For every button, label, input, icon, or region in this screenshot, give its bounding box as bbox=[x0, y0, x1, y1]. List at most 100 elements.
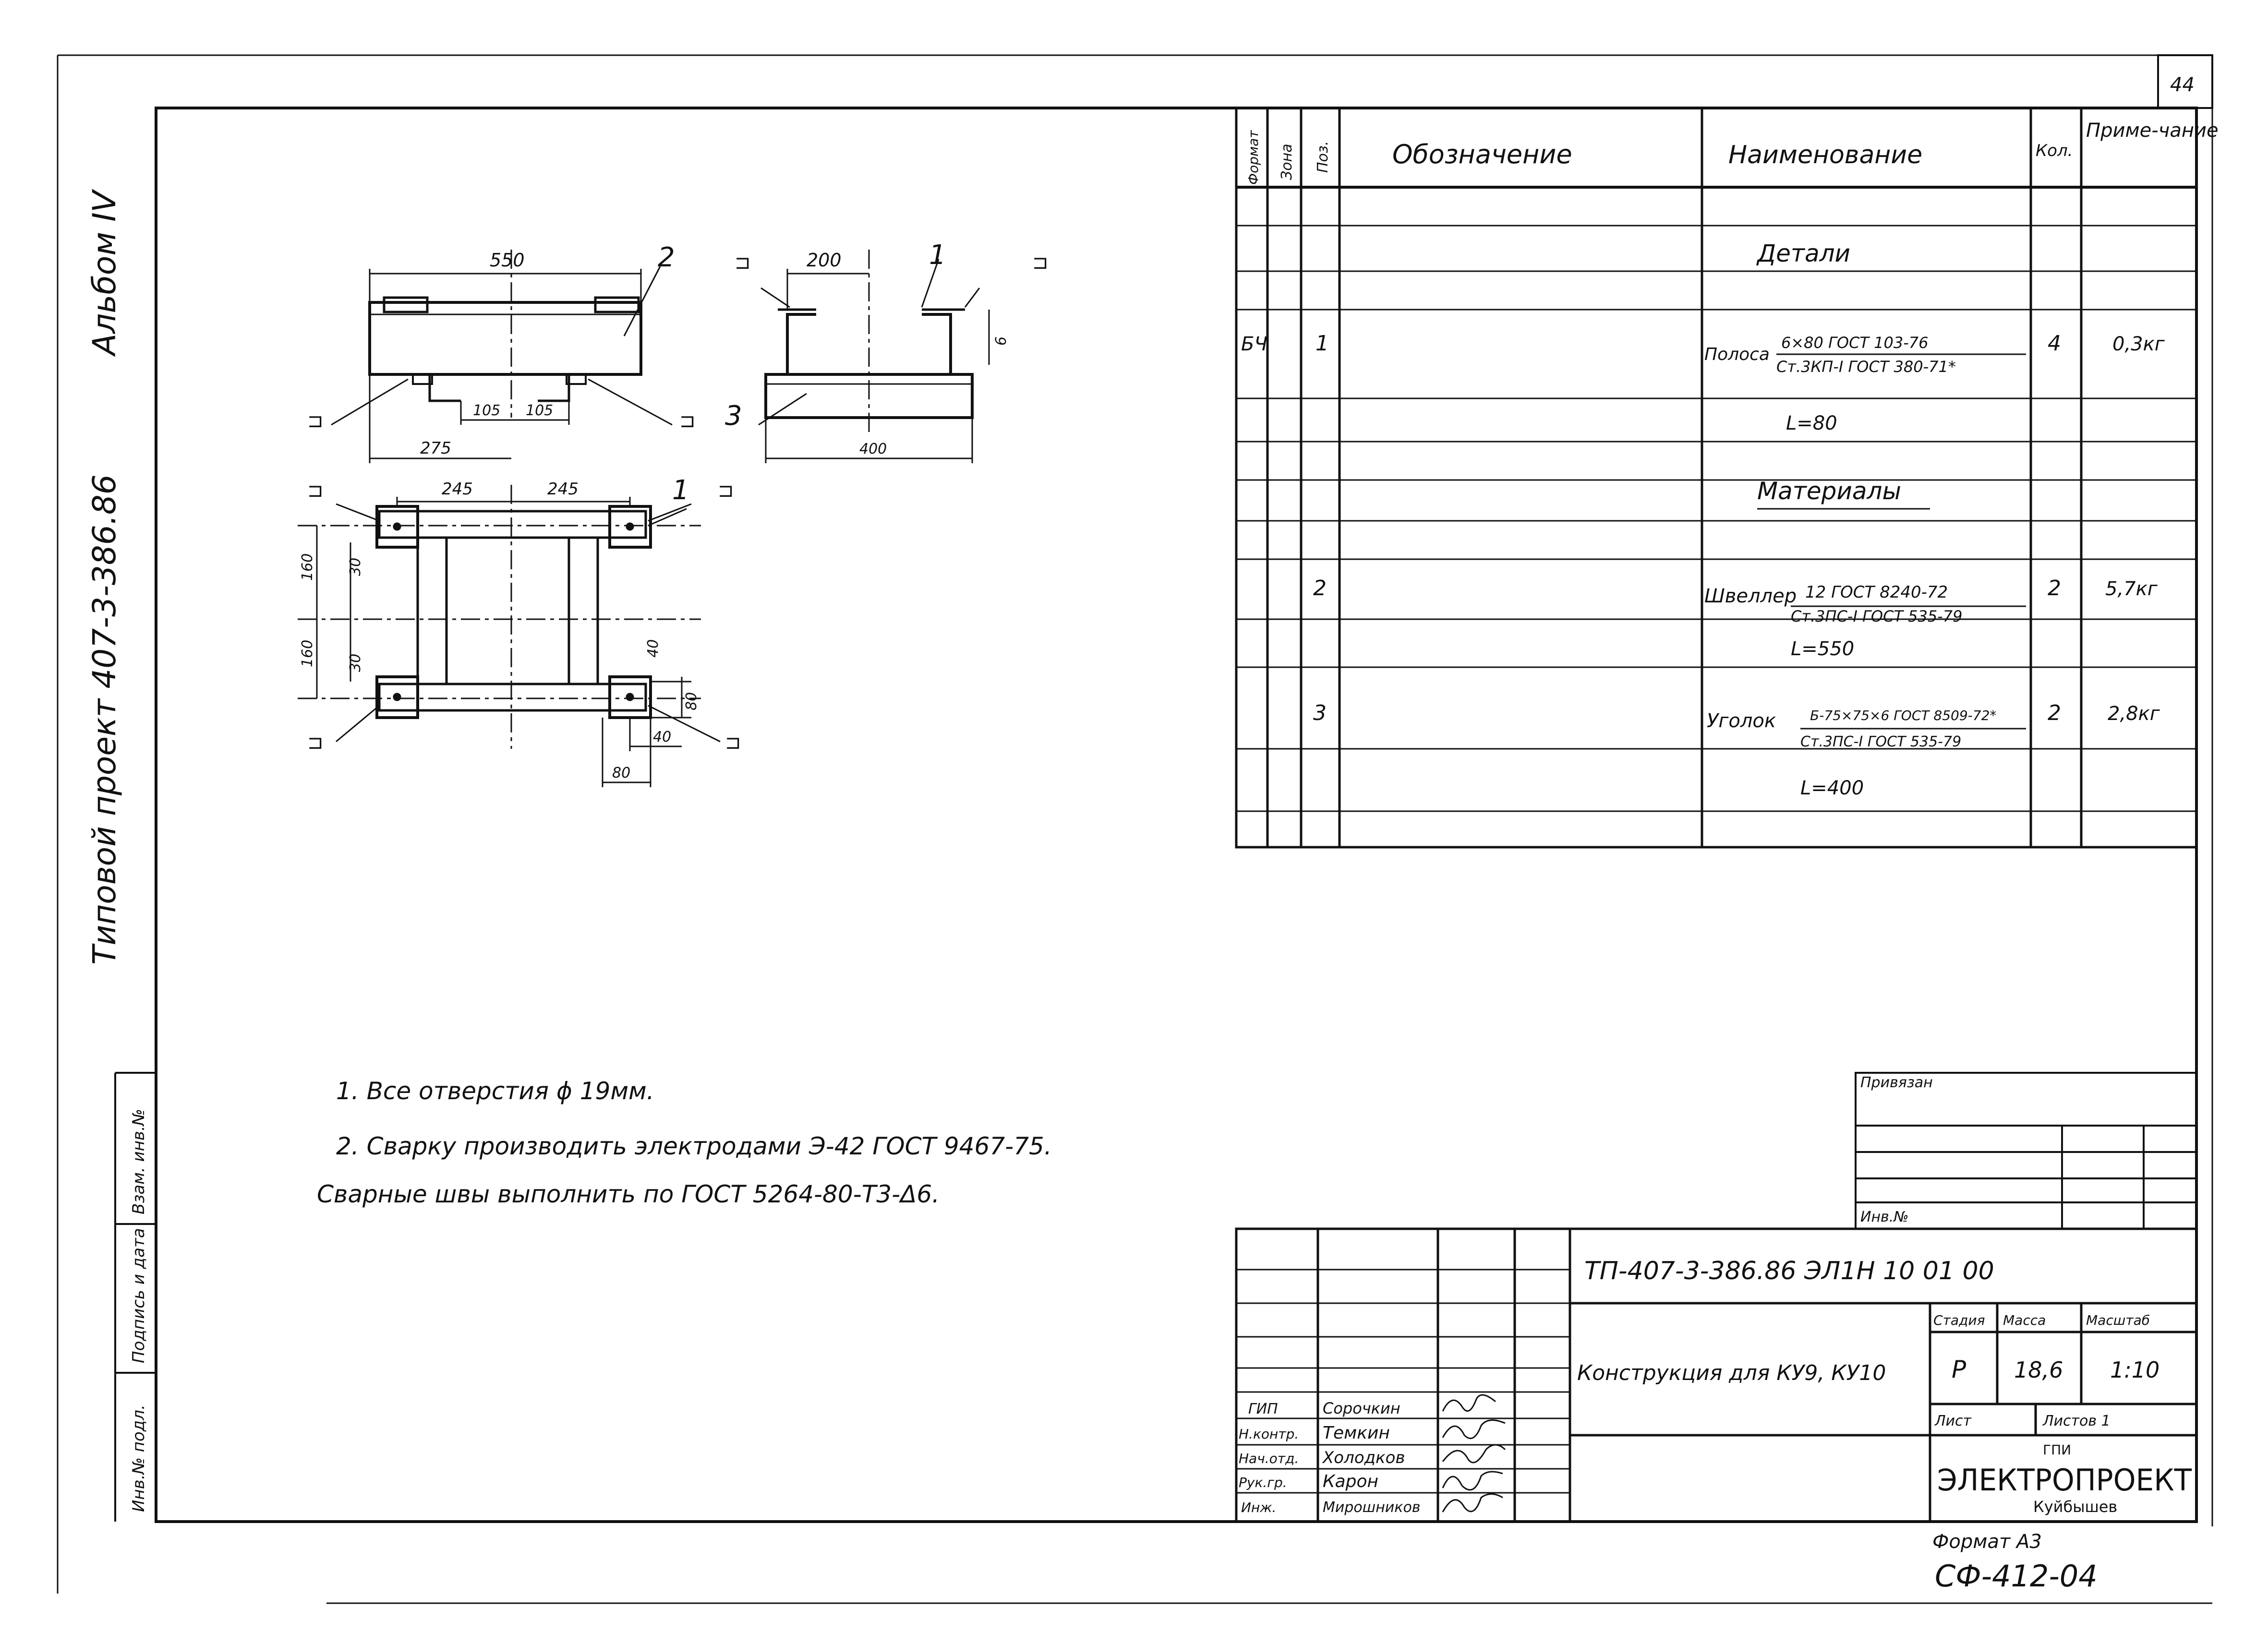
section-details: Детали bbox=[1756, 240, 1850, 267]
name-1: Темкин bbox=[1323, 1423, 1390, 1443]
weld-mark-8: ⊐ bbox=[725, 732, 741, 754]
row3-name-bottom: Ст.3ПС-I ГОСТ 535-79 bbox=[1800, 733, 1961, 750]
front-view bbox=[331, 250, 673, 463]
row2-length: L=550 bbox=[1791, 638, 1854, 660]
row3-pos: 3 bbox=[1313, 701, 1327, 725]
hdr-pos: Поз. bbox=[1315, 141, 1331, 173]
note-2a: 2. Сварку производить электродами Э-42 Г… bbox=[336, 1132, 1052, 1160]
sheets-label: Листов 1 bbox=[2042, 1413, 2111, 1429]
podpis-data-label: Подпись и дата bbox=[129, 1228, 148, 1363]
weld-mark-3: ⊐ bbox=[735, 252, 751, 274]
weld-mark-4: ⊐ bbox=[1032, 252, 1049, 274]
row1-qty: 4 bbox=[2048, 331, 2061, 356]
dim-160b: 160 bbox=[299, 640, 316, 667]
name-2: Холодков bbox=[1322, 1448, 1405, 1467]
role-4: Инж. bbox=[1241, 1500, 1276, 1515]
org-top: ГПИ bbox=[2043, 1442, 2071, 1458]
row3-name-top: Б-75×75×6 ГОСТ 8509-72* bbox=[1810, 708, 1996, 723]
dim-245b: 245 bbox=[547, 480, 579, 499]
role-0: ГИП bbox=[1248, 1401, 1278, 1417]
dim-105a: 105 bbox=[473, 402, 500, 419]
signatures bbox=[1442, 1394, 1506, 1512]
dim-105b: 105 bbox=[526, 402, 553, 419]
stage-value: Р bbox=[1952, 1356, 1966, 1383]
dim-245a: 245 bbox=[442, 480, 473, 499]
pos-2: 2 bbox=[658, 242, 675, 273]
row3-qty: 2 bbox=[2048, 701, 2061, 725]
weld-mark-1: ⊐ bbox=[307, 410, 324, 432]
dim-80a: 80 bbox=[683, 692, 700, 710]
dim-160a: 160 bbox=[299, 553, 316, 581]
pos-1a: 1 bbox=[929, 240, 946, 271]
pos-3: 3 bbox=[725, 400, 742, 432]
dim-40b: 40 bbox=[653, 729, 671, 745]
row2-pos: 2 bbox=[1313, 576, 1327, 600]
row1-name-top: 6×80 ГОСТ 103-76 bbox=[1781, 334, 1928, 352]
row1-pos: 1 bbox=[1315, 331, 1329, 356]
inv-podl-label: Инв.№ подл. bbox=[129, 1404, 148, 1512]
dim-6: 6 bbox=[993, 336, 1010, 346]
dim-550: 550 bbox=[490, 250, 525, 271]
privyazan-box bbox=[1855, 1072, 2197, 1230]
row2-qty: 2 bbox=[2048, 576, 2061, 600]
org-main: ЭЛЕКТРОПРОЕКТ bbox=[1937, 1463, 2192, 1498]
name-0: Сорочкин bbox=[1323, 1399, 1400, 1417]
dim-200: 200 bbox=[807, 250, 842, 271]
row1-length: L=80 bbox=[1786, 412, 1837, 434]
dim-80b: 80 bbox=[612, 765, 630, 781]
scale-value: 1:10 bbox=[2110, 1357, 2159, 1383]
title-block-rows bbox=[1236, 1269, 1570, 1494]
privyazan-inv: Инв.№ bbox=[1860, 1209, 1908, 1225]
doc-code: ТП-407-3-386.86 ЭЛ1Н 10 01 00 bbox=[1584, 1257, 1994, 1285]
vzam-inv-label: Взам. инв.№ bbox=[129, 1109, 148, 1214]
weld-mark-6: ⊐ bbox=[718, 480, 734, 502]
scale-label: Масштаб bbox=[2086, 1312, 2150, 1328]
privyazan-label: Привязан bbox=[1860, 1074, 1933, 1091]
dim-275: 275 bbox=[420, 439, 451, 458]
stage-label: Стадия bbox=[1933, 1312, 1985, 1328]
row3-name: Уголок bbox=[1707, 710, 1776, 732]
mass-label: Масса bbox=[2003, 1312, 2046, 1328]
album-label: Альбом IV bbox=[86, 189, 123, 357]
spec-rows bbox=[1236, 225, 2196, 812]
note-1: 1. Все отверстия ϕ 19мм. bbox=[336, 1077, 654, 1105]
project-label: Типовой проект 407-3-386.86 bbox=[86, 474, 123, 965]
sheet-label: Лист bbox=[1934, 1413, 1972, 1429]
doc-title: Конструкция для КУ9, КУ10 bbox=[1577, 1361, 1886, 1385]
footer-format: Формат А3 bbox=[1932, 1531, 2042, 1553]
title-block bbox=[1235, 1227, 2198, 1523]
row1-name: Полоса bbox=[1704, 345, 1770, 364]
row2-note: 5,7кг bbox=[2105, 578, 2158, 600]
name-3: Карон bbox=[1323, 1472, 1378, 1491]
page-number: 44 bbox=[2170, 74, 2195, 96]
hdr-name: Наименование bbox=[1728, 141, 1922, 169]
name-4: Мирошников bbox=[1323, 1499, 1421, 1516]
row1-format: БЧ bbox=[1241, 333, 1267, 355]
hdr-qty: Кол. bbox=[2036, 141, 2073, 160]
weld-mark-5: ⊐ bbox=[307, 480, 324, 502]
dim-30b: 30 bbox=[347, 654, 364, 672]
note-2b: Сварные швы выполнить по ГОСТ 5264-80-Т3… bbox=[317, 1180, 940, 1208]
side-view bbox=[758, 250, 990, 463]
role-1: Н.контр. bbox=[1239, 1426, 1299, 1442]
row3-note: 2,8кг bbox=[2108, 703, 2160, 725]
footer-code: СФ-412-04 bbox=[1935, 1559, 2098, 1594]
row1-name-bottom: Ст.3КП-I ГОСТ 380-71* bbox=[1776, 358, 1956, 376]
row2-name: Швеллер bbox=[1704, 585, 1797, 607]
dim-30a: 30 bbox=[347, 558, 364, 576]
role-2: Нач.отд. bbox=[1239, 1451, 1299, 1466]
row2-name-top: 12 ГОСТ 8240-72 bbox=[1805, 583, 1948, 602]
weld-mark-7: ⊐ bbox=[307, 732, 324, 754]
hdr-format: Формат bbox=[1245, 130, 1261, 185]
dim-400: 400 bbox=[859, 441, 887, 457]
row2-name-bottom: Ст.3ПС-I ГОСТ 535-79 bbox=[1791, 607, 1963, 625]
role-3: Рук.гр. bbox=[1239, 1475, 1287, 1490]
pos-1b: 1 bbox=[672, 475, 689, 506]
weld-mark-2: ⊐ bbox=[679, 410, 696, 432]
org-city: Куйбышев bbox=[2033, 1498, 2117, 1516]
row1-note: 0,3кг bbox=[2112, 333, 2165, 355]
spec-table bbox=[1235, 107, 2198, 849]
dim-40a: 40 bbox=[645, 639, 662, 658]
plan-view bbox=[298, 485, 721, 787]
